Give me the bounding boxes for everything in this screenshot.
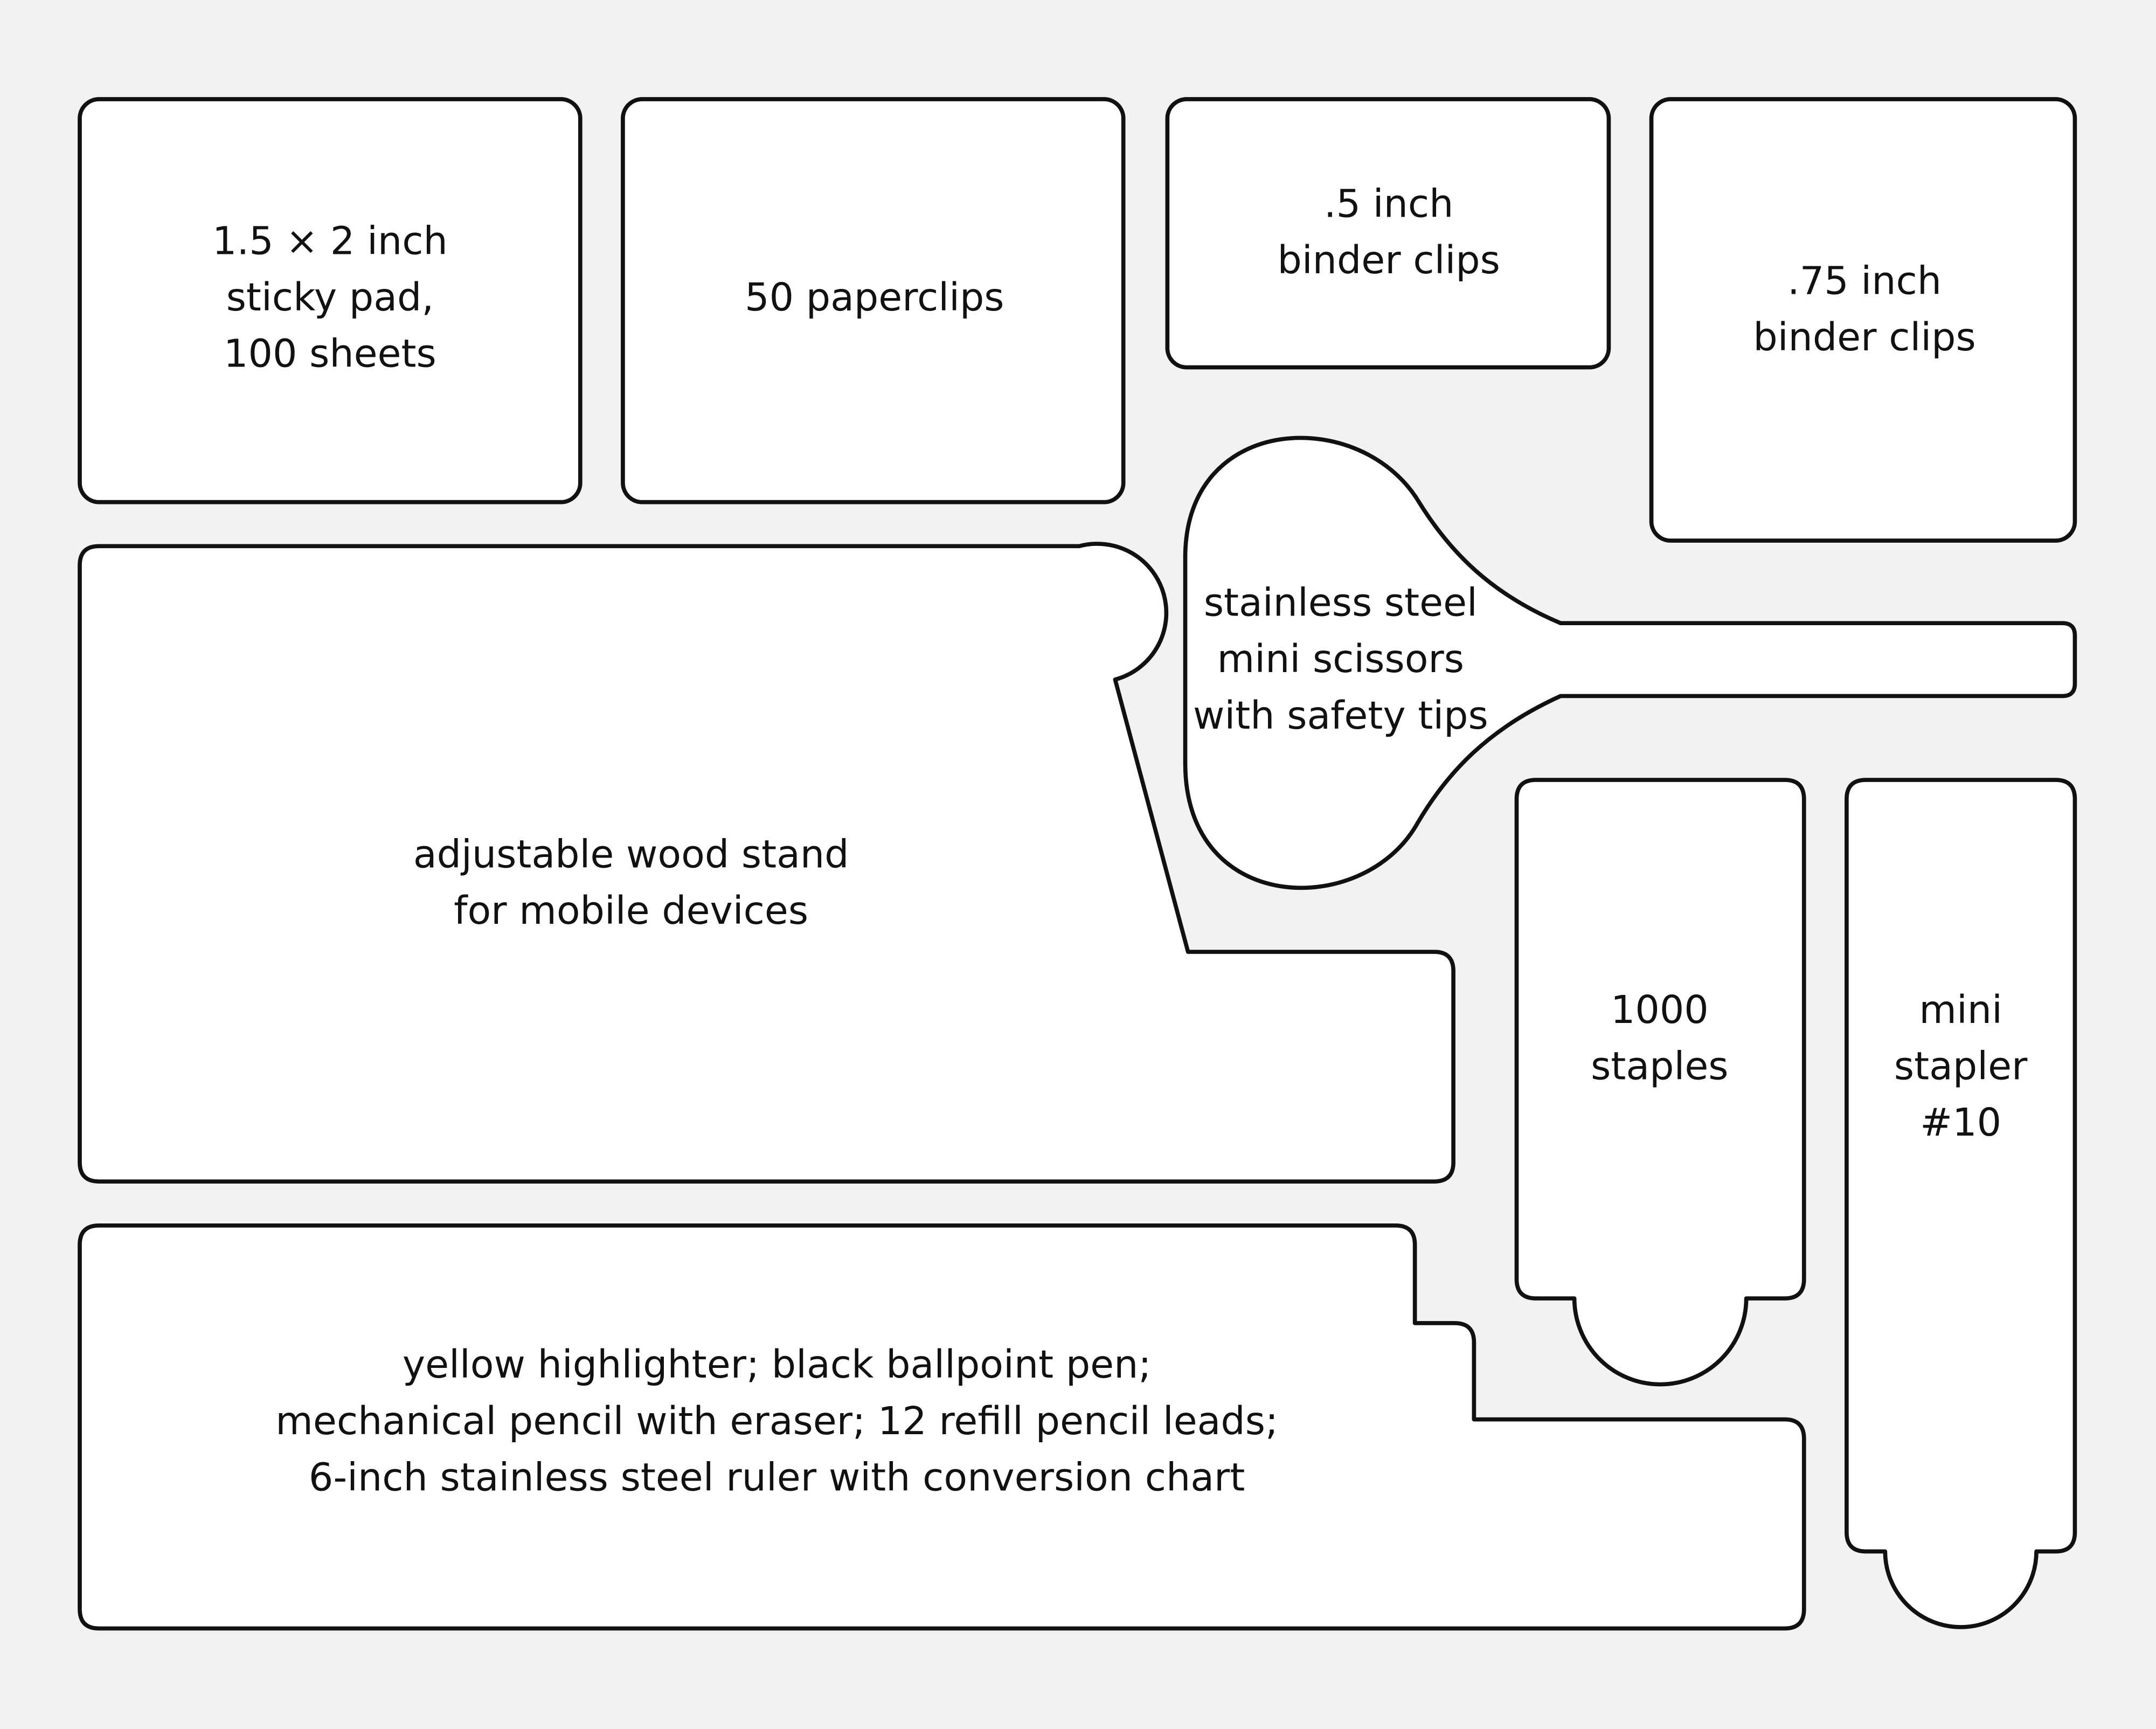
label-line: stainless steel [1204,580,1478,625]
compartment-scissors: stainless steel mini scissors with safet… [1183,435,2077,890]
label-line: .75 inch [1787,258,1942,303]
label-line: adjustable wood stand [413,832,849,876]
label-line: 1000 [1611,987,1709,1032]
label-line: 1.5 × 2 inch [212,218,448,263]
label-line: for mobile devices [454,888,808,933]
label-line: yellow highlighter; black ballpoint pen; [403,1342,1152,1387]
compartment-stapler: mini stapler #10 [1845,778,2077,1629]
label-line: mini scissors [1217,637,1464,681]
label-line: mini [1919,987,2002,1032]
label-line: with safety tips [1193,693,1488,738]
label-line: .5 inch [1324,182,1454,226]
compartment-binder-clips-three-quarter-inch: .75 inch binder clips [1649,97,2077,543]
label-line: 50 paperclips [745,275,1004,320]
label-line: binder clips [1753,315,1975,359]
label-line: mechanical pencil with eraser; 12 refill… [275,1399,1278,1443]
compartment-sticky-pad: 1.5 × 2 inch sticky pad, 100 sheets [78,97,583,504]
compartment-paperclips: 50 paperclips [621,97,1126,504]
label-line: sticky pad, [226,275,434,320]
compartment-writing-tools: yellow highlighter; black ballpoint pen;… [78,1223,1806,1631]
compartment-binder-clips-half-inch: .5 inch binder clips [1165,97,1611,370]
compartment-staples: 1000 staples [1514,778,1806,1387]
compartment-wood-stand: adjustable wood stand for mobile devices [78,542,1455,1184]
label-line: staples [1591,1043,1728,1088]
label-line: stapler [1894,1043,2028,1088]
label-line: binder clips [1277,238,1500,282]
label-line: #10 [1920,1100,2001,1145]
label-line: 100 sheets [224,331,436,376]
label-line: 6-inch stainless steel ruler with conver… [309,1455,1245,1499]
